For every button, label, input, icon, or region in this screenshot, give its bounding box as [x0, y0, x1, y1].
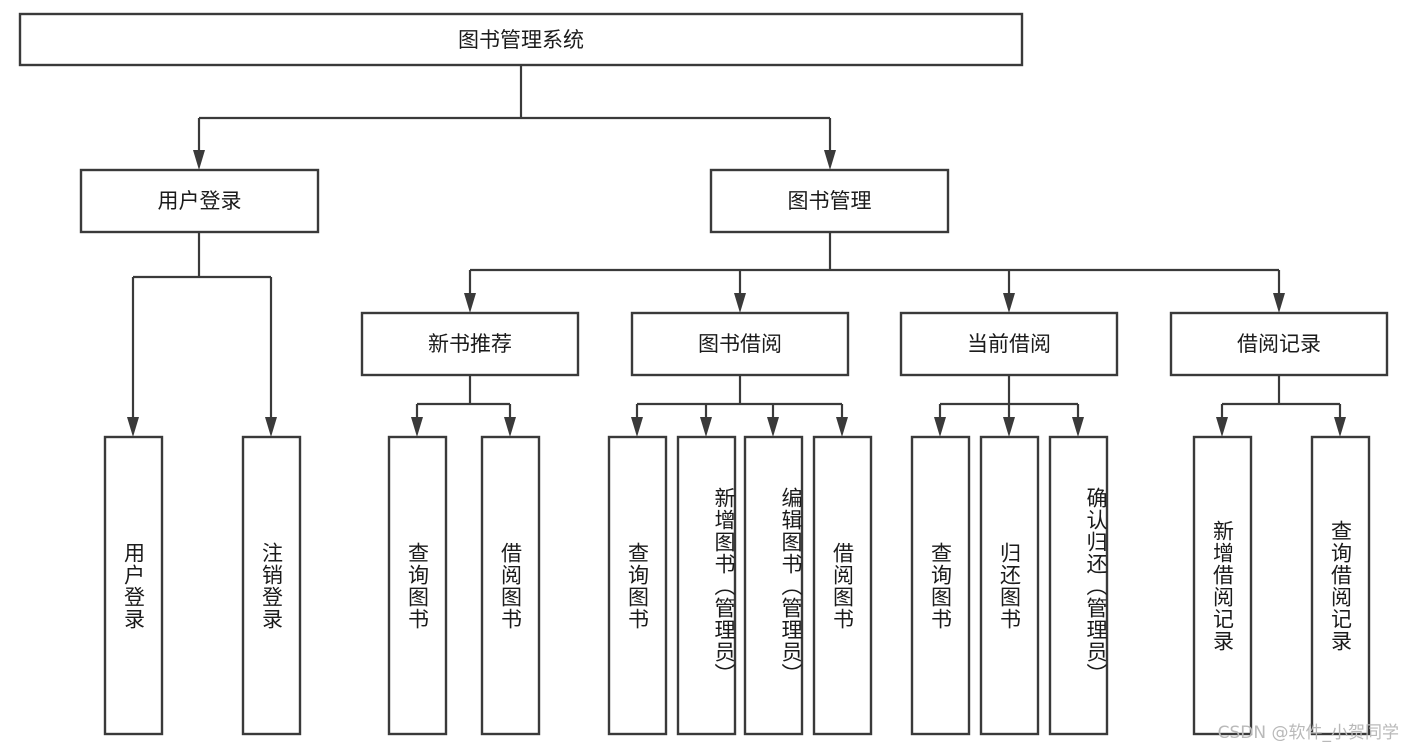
connector-group-book-borrow — [631, 375, 848, 437]
arrow-bb-c4 — [836, 417, 848, 437]
node-box-leaf-add-record[interactable] — [1192, 435, 1253, 736]
arrow-root-to-book-manage — [824, 150, 836, 170]
arrow-bb-c3 — [767, 417, 779, 437]
arrow-bm-to-current-borrow — [1003, 293, 1015, 313]
connector-group-user-login — [127, 232, 277, 437]
node-box-book-borrow[interactable] — [630, 311, 850, 377]
arrow-br-c1 — [1216, 417, 1228, 437]
node-box-leaf-borrow-book-2[interactable] — [812, 435, 873, 736]
connector-group-book-manage — [464, 232, 1285, 313]
watermark-text: CSDN @软件_小贺同学 — [1217, 723, 1399, 743]
arrow-user-login-c1 — [127, 417, 139, 437]
node-box-leaf-user-login[interactable] — [103, 435, 164, 736]
node-box-root[interactable] — [18, 12, 1024, 67]
node-label-borrow-record: 借阅记录 — [1237, 332, 1321, 356]
node-label-current-borrow: 当前借阅 — [967, 332, 1051, 356]
connector-group-root — [193, 65, 836, 170]
node-box-leaf-query-record[interactable] — [1310, 435, 1371, 736]
node-label-book-manage: 图书管理 — [788, 189, 872, 213]
arrow-bm-to-new-book — [464, 293, 476, 313]
node-box-borrow-record[interactable] — [1169, 311, 1389, 377]
node-label-book-borrow: 图书借阅 — [698, 332, 782, 356]
arrow-cb-c3 — [1072, 417, 1084, 437]
arrow-cb-c1 — [934, 417, 946, 437]
node-box-leaf-query-book-3[interactable] — [910, 435, 971, 736]
arrow-nbr-c2 — [504, 417, 516, 437]
connector-group-current-borrow — [934, 375, 1084, 437]
arrow-br-c2 — [1334, 417, 1346, 437]
node-label-user-login: 用户登录 — [158, 189, 242, 213]
node-label-root: 图书管理系统 — [458, 28, 584, 52]
node-box-current-borrow[interactable] — [899, 311, 1119, 377]
arrow-bm-to-book-borrow — [734, 293, 746, 313]
node-box-new-book-rec[interactable] — [360, 311, 580, 377]
node-box-leaf-edit-book[interactable] — [743, 435, 804, 736]
node-box-leaf-query-book-2[interactable] — [607, 435, 668, 736]
node-box-leaf-borrow-book-1[interactable] — [480, 435, 541, 736]
node-box-leaf-logout[interactable] — [241, 435, 302, 736]
arrow-user-login-c2 — [265, 417, 277, 437]
arrow-cb-c2 — [1003, 417, 1015, 437]
node-label-new-book-rec: 新书推荐 — [428, 332, 512, 356]
arrow-bb-c2 — [700, 417, 712, 437]
node-box-leaf-add-book[interactable] — [676, 435, 737, 736]
node-box-user-login[interactable] — [79, 168, 320, 234]
connector-group-new-book-rec — [411, 375, 516, 437]
node-box-leaf-query-book-1[interactable] — [387, 435, 448, 736]
node-box-leaf-confirm-return[interactable] — [1048, 435, 1109, 736]
arrow-nbr-c1 — [411, 417, 423, 437]
arrow-bm-to-borrow-record — [1273, 293, 1285, 313]
node-box-leaf-return-book[interactable] — [979, 435, 1040, 736]
arrow-bb-c1 — [631, 417, 643, 437]
connector-group-borrow-record — [1216, 375, 1346, 437]
node-box-book-manage[interactable] — [709, 168, 950, 234]
arrow-root-to-user-login — [193, 150, 205, 170]
